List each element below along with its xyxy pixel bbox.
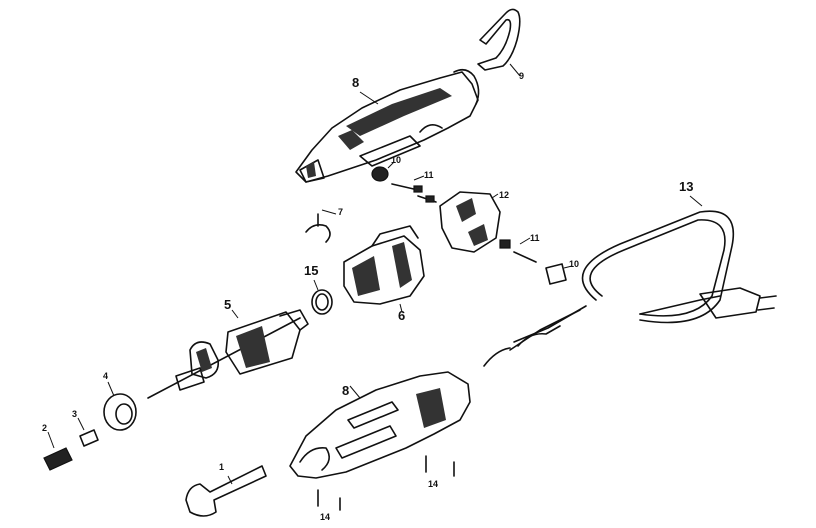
- callout-4: 4: [103, 371, 109, 381]
- screws-bottom-part: [499, 237, 537, 263]
- callout-10-right: 10: [569, 259, 580, 269]
- callout-6: 6: [398, 308, 406, 323]
- hanger-hook-part: [477, 8, 521, 77]
- armature-part: [147, 309, 309, 399]
- callout-14-right: 14: [428, 479, 439, 489]
- field-stator-part: [343, 225, 425, 313]
- upper-housing-part: [295, 68, 480, 183]
- collet-part: [77, 417, 99, 447]
- knob-top-part: [371, 161, 395, 182]
- callout-9: 9: [519, 71, 525, 81]
- callout-8-top: 8: [352, 75, 360, 90]
- callout-2: 2: [42, 423, 48, 433]
- callout-5: 5: [224, 297, 232, 312]
- knob-right-part: [545, 263, 573, 285]
- callout-8-bottom: 8: [342, 383, 350, 398]
- screws-top-part: [391, 175, 437, 203]
- callout-11-bottom: 11: [530, 233, 540, 243]
- power-cord-part: [483, 195, 777, 367]
- callout-10-top: 10: [391, 155, 402, 165]
- wrench-part: [185, 465, 267, 517]
- screws-lower-part: [317, 455, 455, 511]
- clip-part: [305, 209, 337, 243]
- callout-7: 7: [338, 207, 344, 217]
- brush-holder-part: [439, 191, 501, 253]
- callout-11-top: 11: [424, 170, 434, 180]
- callout-15: 15: [304, 263, 319, 278]
- bearing-ring-part: [311, 279, 333, 315]
- callout-12: 12: [499, 190, 510, 200]
- callout-1: 1: [219, 462, 225, 472]
- callout-13: 13: [679, 179, 694, 194]
- callout-14-left: 14: [320, 512, 331, 522]
- collet-nut-part: [103, 381, 137, 431]
- callout-3: 3: [72, 409, 78, 419]
- chuck-part: [43, 431, 73, 471]
- lower-housing-part: [289, 371, 471, 479]
